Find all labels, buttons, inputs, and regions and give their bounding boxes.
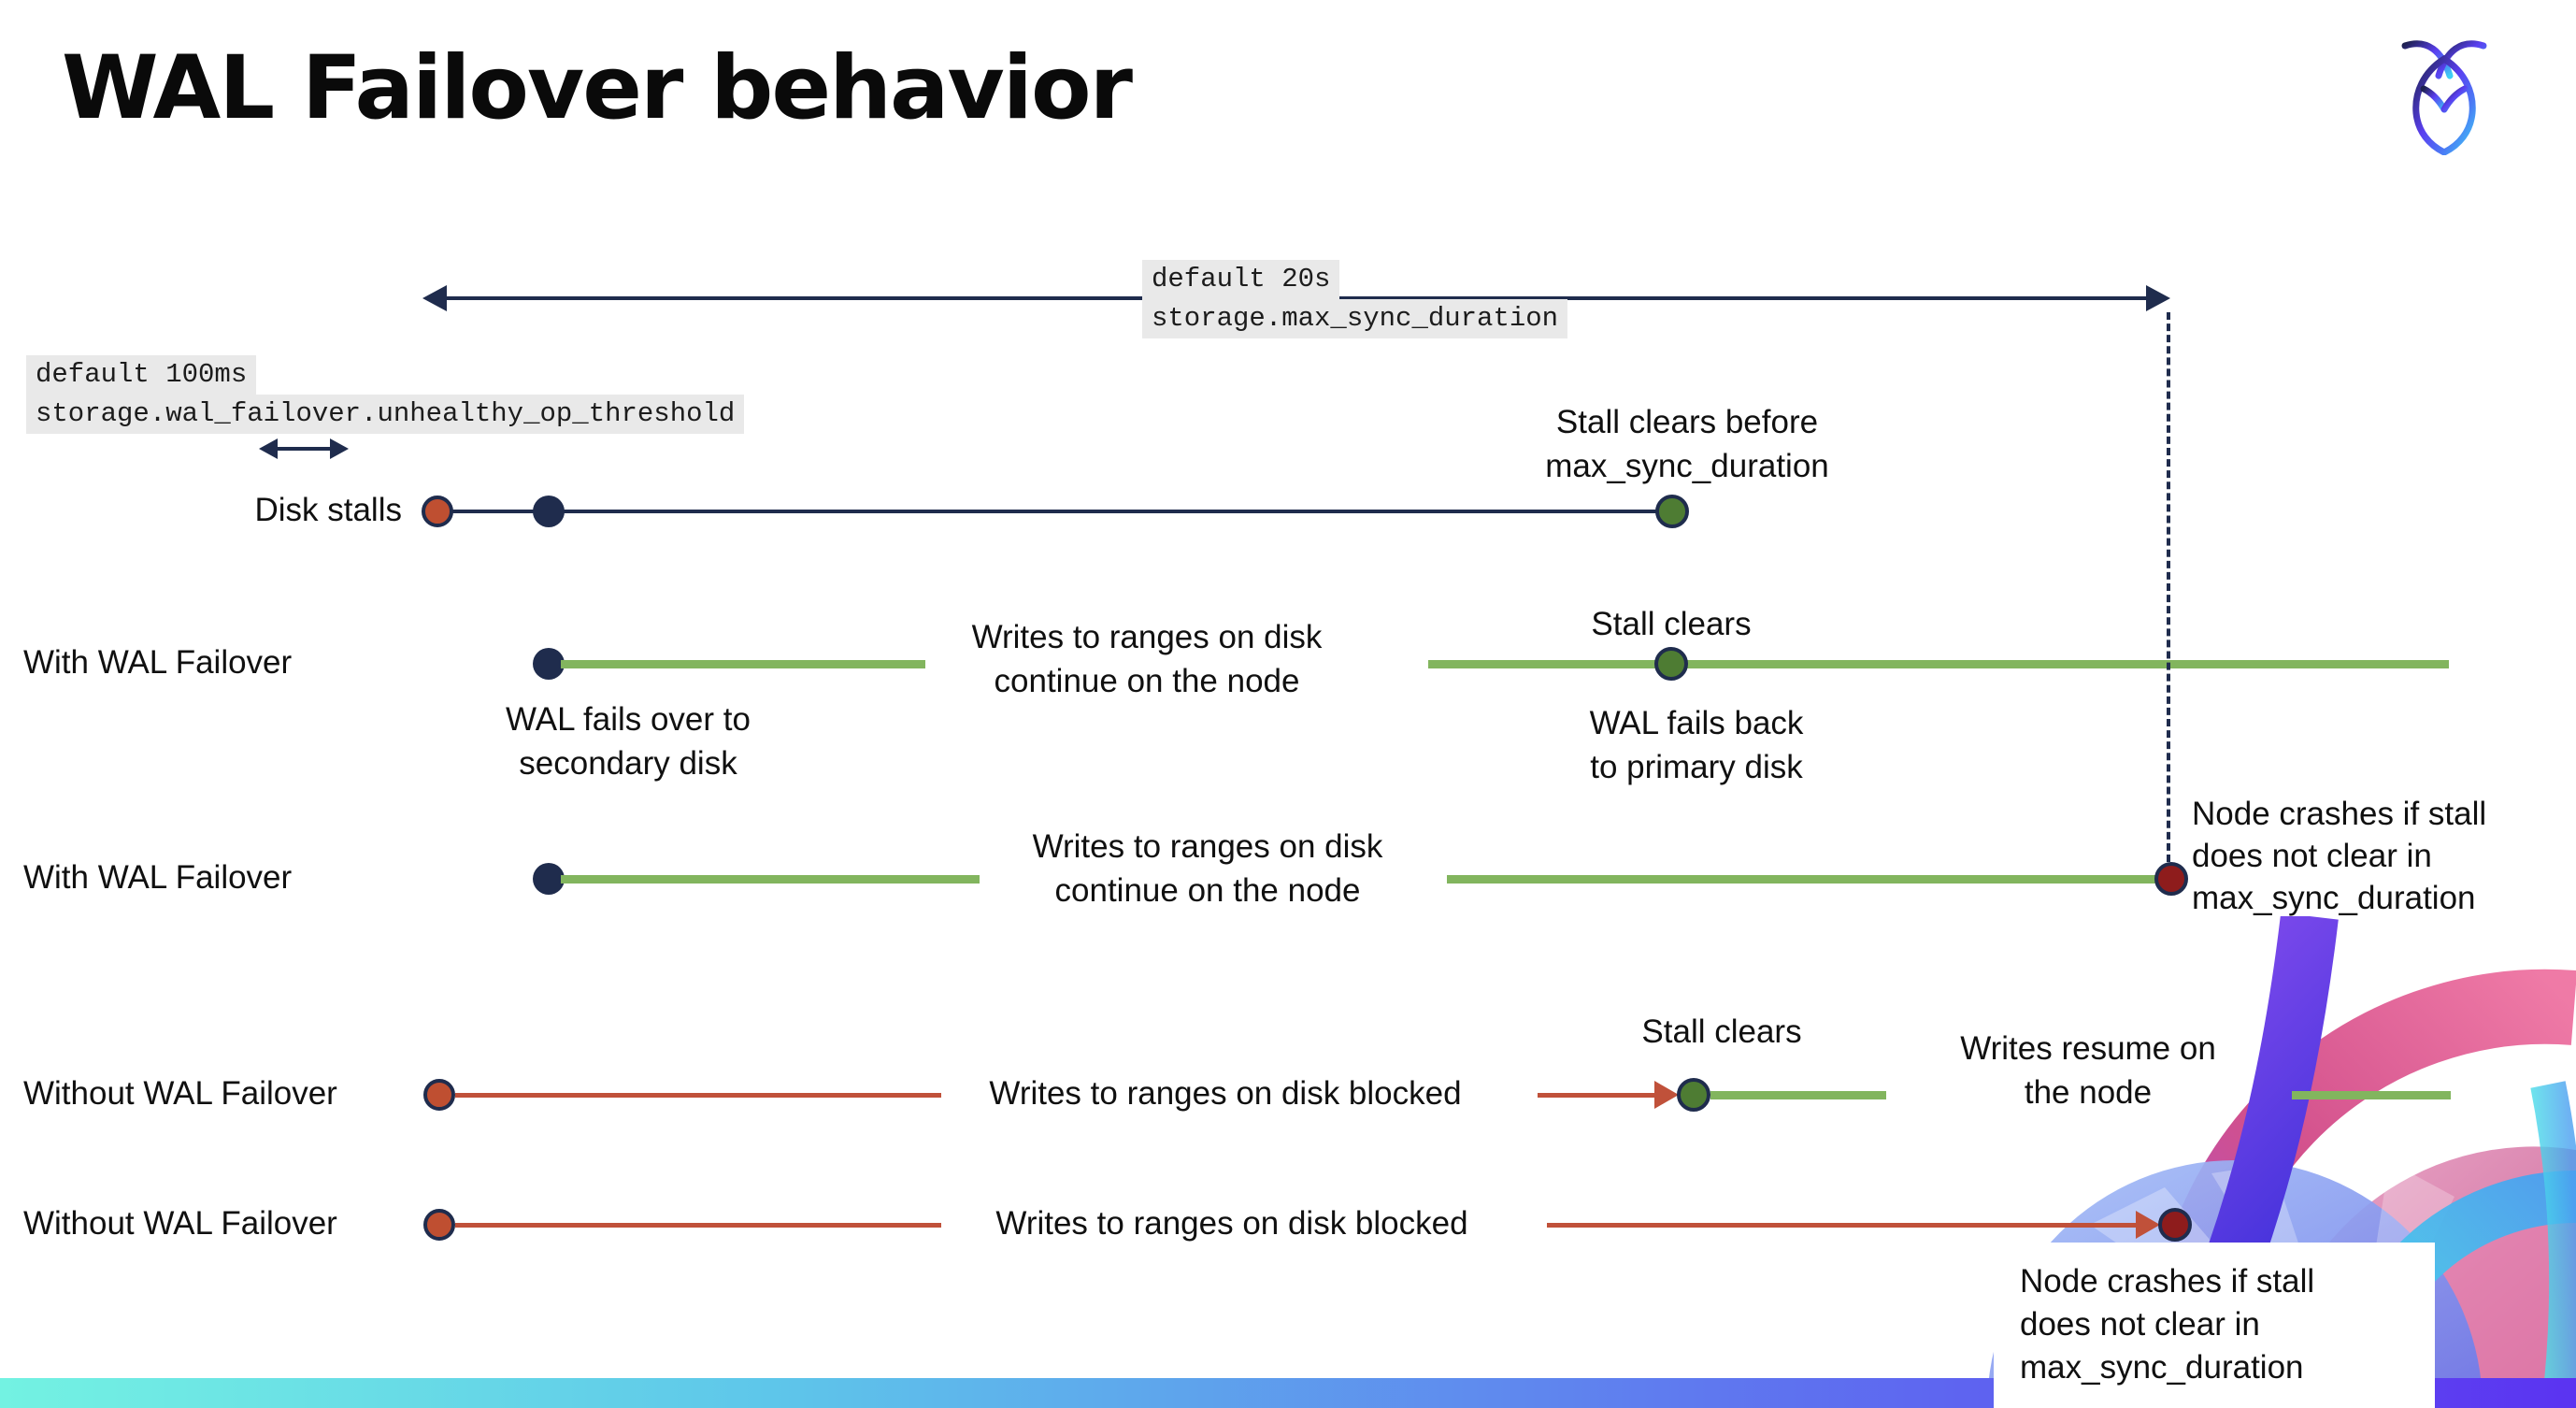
stall-clears-dot bbox=[1655, 495, 1689, 528]
stall-clears-annotation-2: Stall clears bbox=[1641, 1013, 1802, 1050]
threshold-arrowhead-left-icon bbox=[259, 438, 278, 459]
red-arrowhead-icon-1 bbox=[1654, 1081, 1679, 1109]
writes-resume-annotation: Writes resume on the node bbox=[1960, 1030, 2216, 1111]
cockroachdb-logo-icon bbox=[2401, 40, 2487, 155]
arrowhead-left-icon bbox=[422, 285, 447, 311]
node-crashes-annotation-2: Node crashes if stall does not clear in … bbox=[2020, 1263, 2315, 1386]
writes-continue-annotation-1: Writes to ranges on disk continue on the… bbox=[971, 619, 1323, 699]
writes-blocked-annotation-1: Writes to ranges on disk blocked bbox=[989, 1075, 1462, 1112]
writes-blocked-line-c bbox=[455, 1223, 941, 1228]
stall-start-dot-1 bbox=[423, 1079, 455, 1111]
writes-resume-line-a bbox=[1710, 1091, 1886, 1099]
stall-clears-before-annotation: Stall clears before max_sync_duration bbox=[1545, 404, 1829, 484]
stall-start-dot-2 bbox=[423, 1209, 455, 1241]
max-sync-deadline-dashed-line bbox=[2167, 312, 2170, 862]
writes-blocked-line-a bbox=[455, 1093, 941, 1098]
writes-continue-line-a bbox=[561, 660, 925, 668]
wal-fails-back-annotation: WAL fails back to primary disk bbox=[1589, 705, 1804, 785]
writes-resume-line-b bbox=[2292, 1091, 2451, 1099]
row-label-with-wal-failover-2: With WAL Failover bbox=[23, 859, 293, 896]
stall-clears-dot-3 bbox=[1677, 1078, 1710, 1112]
writes-blocked-line-d bbox=[1547, 1223, 2136, 1228]
threshold-arrowhead-right-icon bbox=[330, 438, 349, 459]
node-crash-dot-2 bbox=[2158, 1208, 2192, 1242]
wal-fails-over-annotation: WAL fails over to secondary disk bbox=[506, 701, 751, 782]
writes-continue-line-d bbox=[1447, 875, 2157, 884]
page-title: WAL Failover behavior bbox=[62, 37, 1133, 139]
node-crashes-annotation-1: Node crashes if stall does not clear in … bbox=[2192, 796, 2487, 916]
row-label-without-wal-failover-2: Without WAL Failover bbox=[23, 1205, 337, 1242]
writes-continue-line-c bbox=[561, 875, 980, 884]
row-label-disk-stalls: Disk stalls bbox=[254, 492, 402, 528]
max-sync-setting-label: storage.max_sync_duration bbox=[1142, 299, 1568, 338]
max-sync-default-label: default 20s bbox=[1142, 260, 1340, 299]
row-label-without-wal-failover-1: Without WAL Failover bbox=[23, 1075, 337, 1112]
failover-trigger-dot-2 bbox=[533, 863, 565, 895]
writes-blocked-annotation-2: Writes to ranges on disk blocked bbox=[995, 1205, 1468, 1242]
failover-trigger-dot bbox=[533, 648, 565, 680]
disk-stall-timeline bbox=[452, 510, 1672, 513]
threshold-span-line bbox=[276, 447, 332, 451]
node-crashes-callout-box bbox=[1994, 1243, 2435, 1408]
red-arrowhead-icon-2 bbox=[2136, 1211, 2160, 1239]
stall-clears-dot-2 bbox=[1654, 647, 1688, 681]
stall-clears-annotation-1: Stall clears bbox=[1591, 606, 1752, 642]
row-label-with-wal-failover-1: With WAL Failover bbox=[23, 644, 293, 681]
writes-continue-annotation-2: Writes to ranges on disk continue on the… bbox=[1032, 828, 1383, 909]
writes-continue-line-b bbox=[1428, 660, 2449, 668]
disk-stall-start-dot bbox=[422, 496, 453, 527]
unhealthy-op-setting-label: storage.wal_failover.unhealthy_op_thresh… bbox=[26, 395, 745, 434]
writes-blocked-line-b bbox=[1538, 1093, 1654, 1098]
arrowhead-right-icon bbox=[2146, 285, 2170, 311]
node-crash-dot-1 bbox=[2154, 862, 2188, 896]
threshold-reached-dot bbox=[533, 496, 565, 527]
unhealthy-op-default-label: default 100ms bbox=[26, 355, 257, 395]
